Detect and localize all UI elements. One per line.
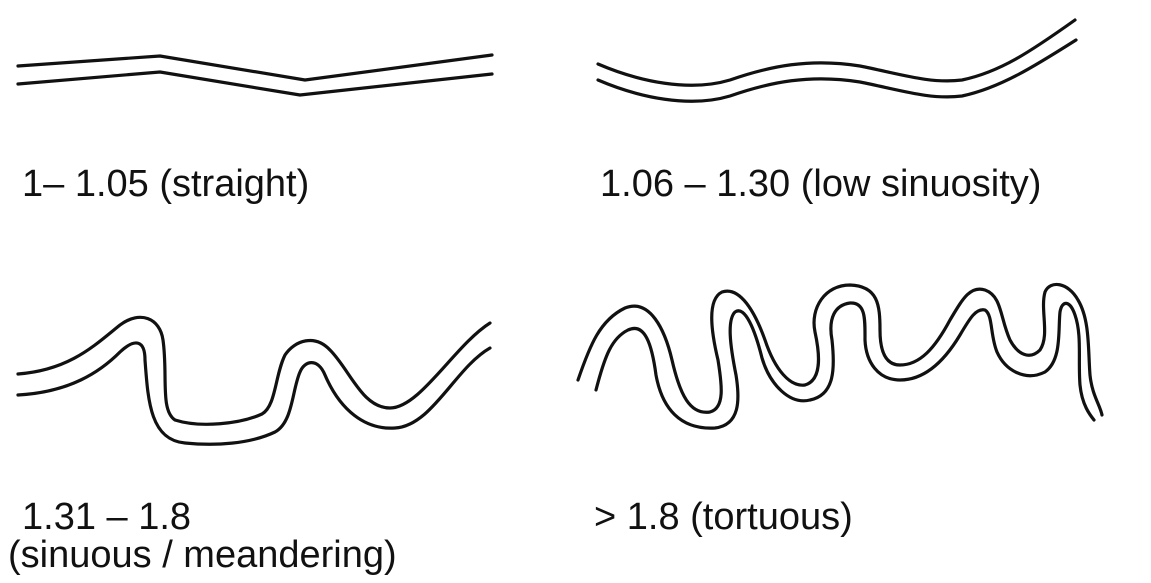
straight-range-label: 1– 1.05 (straight) bbox=[22, 164, 309, 204]
low-sinuosity-range-label: 1.06 – 1.30 (low sinuosity) bbox=[600, 164, 1041, 204]
low-sinuosity-channel bbox=[598, 20, 1076, 101]
straight-channel bbox=[18, 55, 492, 95]
tortuous-channel bbox=[578, 284, 1102, 428]
meandering-channel bbox=[18, 317, 490, 444]
meandering-range-label: 1.31 – 1.8 bbox=[22, 497, 191, 537]
tortuous-range-label: > 1.8 (tortuous) bbox=[594, 497, 853, 537]
meandering-class-label: (sinuous / meandering) bbox=[8, 535, 397, 575]
